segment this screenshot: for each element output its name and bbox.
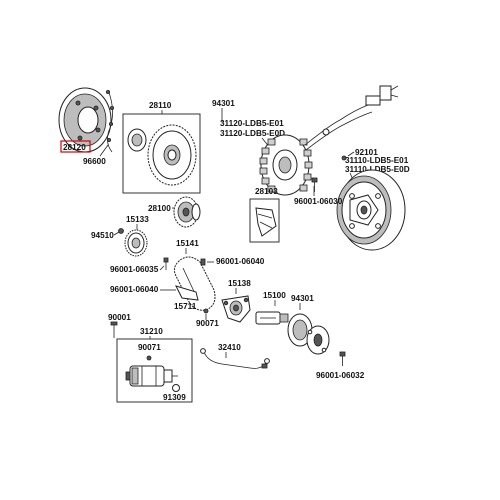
label-94510[interactable]: 94510: [91, 231, 114, 240]
pickup-box-28103: [249, 198, 280, 243]
gear-box-28110: [122, 113, 201, 194]
washer-90071-b[interactable]: [146, 355, 152, 361]
bolt-96001-06040-a[interactable]: [200, 258, 206, 266]
bolt-96001-06035[interactable]: [163, 257, 169, 270]
label-94301-mid[interactable]: 94301: [291, 294, 314, 303]
starter-box-31210: [116, 338, 193, 403]
flywheel-31110[interactable]: [336, 169, 406, 251]
starter-motor-31210[interactable]: [125, 365, 178, 387]
label-15141[interactable]: 15141: [176, 239, 199, 248]
label-31110-e0d[interactable]: 31110-LDB5-E0D: [345, 165, 410, 174]
starter-cable-32410[interactable]: [200, 348, 270, 369]
o-ring-91309[interactable]: [172, 384, 180, 392]
label-28100[interactable]: 28100: [148, 204, 171, 213]
cam-sprocket-15133[interactable]: [124, 229, 148, 257]
label-32410[interactable]: 32410: [218, 343, 241, 352]
highlight-box-28120: [60, 140, 91, 153]
label-28110[interactable]: 28110: [149, 101, 172, 110]
pickup-coil-28103[interactable]: [255, 207, 277, 237]
label-31120-e01[interactable]: 31120-LDB5-E01: [220, 119, 284, 128]
label-94301-top[interactable]: 94301: [212, 99, 235, 108]
label-90071-a[interactable]: 90071: [196, 319, 219, 328]
circlip-94510[interactable]: [118, 228, 124, 234]
label-96001-06030[interactable]: 96001-06030: [294, 197, 343, 206]
bolt-96001-06032[interactable]: [339, 351, 346, 366]
label-96001-06040-b[interactable]: 96001-06040: [110, 285, 159, 294]
starter-driven-gear[interactable]: [127, 124, 197, 186]
bolt-96001-06030[interactable]: [311, 177, 318, 192]
label-15138[interactable]: 15138: [228, 279, 251, 288]
label-90071-b[interactable]: 90071: [138, 343, 161, 352]
label-31120-e0d[interactable]: 31120-LDB5-E0D: [220, 129, 285, 138]
bolt-90001[interactable]: [110, 321, 118, 338]
label-96001-06040-a[interactable]: 96001-06040: [216, 257, 265, 266]
label-91309[interactable]: 91309: [163, 393, 186, 402]
label-92101[interactable]: 92101: [355, 148, 378, 157]
label-15711[interactable]: 15711: [174, 302, 197, 311]
starter-clutch-28100[interactable]: [173, 196, 201, 228]
leader-96600: [99, 144, 109, 157]
label-90001[interactable]: 90001: [108, 313, 131, 322]
washer-90071-a[interactable]: [203, 308, 209, 314]
label-31110-e01[interactable]: 31110-LDB5-E01: [345, 156, 409, 165]
label-96001-06035[interactable]: 96001-06035: [110, 265, 159, 274]
label-96600[interactable]: 96600: [83, 157, 106, 166]
label-15100[interactable]: 15100: [263, 291, 286, 300]
oil-pump-15100[interactable]: [255, 311, 330, 355]
chain-tensioner-15138[interactable]: [221, 295, 251, 323]
stator-coil-31120[interactable]: [259, 85, 399, 196]
label-28103[interactable]: 28103: [255, 187, 278, 196]
label-28120[interactable]: 28120: [63, 143, 86, 152]
label-15133[interactable]: 15133: [126, 215, 149, 224]
flywheel-plate-28120[interactable]: [58, 87, 115, 153]
label-96001-06032[interactable]: 96001-06032: [316, 371, 365, 380]
label-31210[interactable]: 31210: [140, 327, 163, 336]
tensioner-guide-15711[interactable]: [175, 285, 199, 301]
